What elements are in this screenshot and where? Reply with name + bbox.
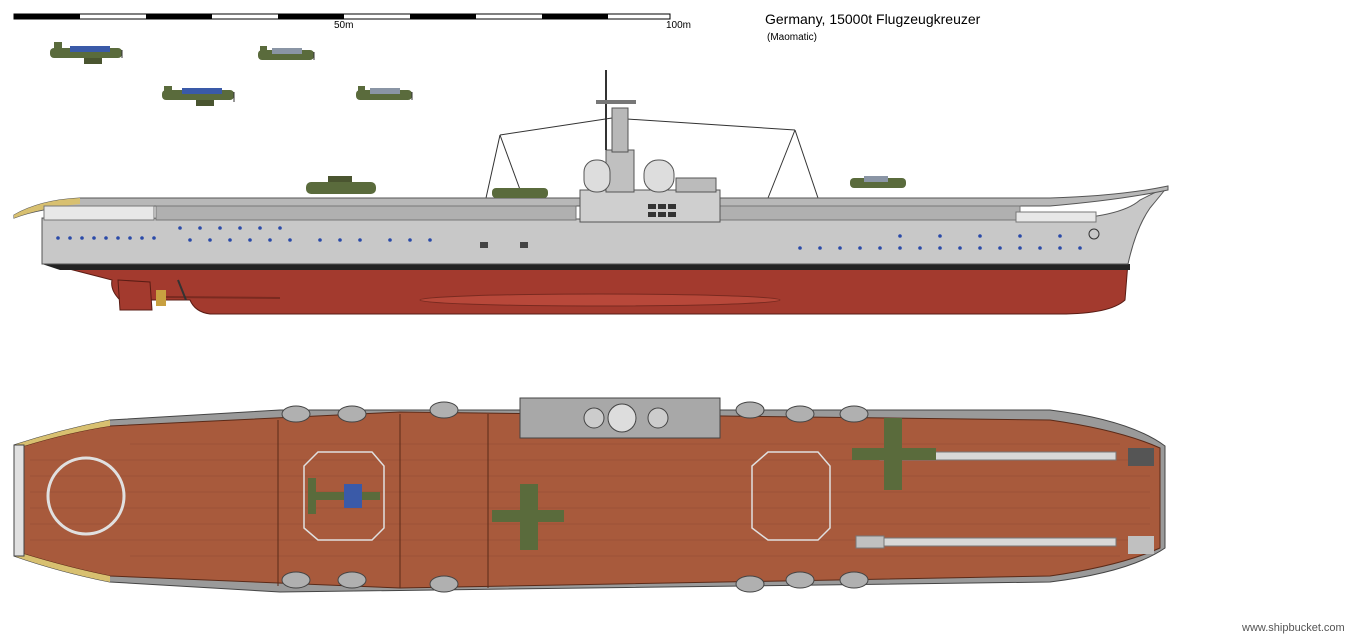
aircraft-flight-3 (162, 86, 235, 106)
watermark: www.shipbucket.com (1242, 622, 1345, 634)
deck-aircraft-1 (308, 478, 380, 514)
aircraft-flight-4 (356, 86, 413, 100)
deck-aircraft-3 (852, 418, 936, 490)
scale-mid-label: 50m (334, 20, 354, 31)
page-title: Germany, 15000t Flugzeugkreuzer (765, 11, 981, 27)
portholes (56, 226, 1082, 250)
scale-end-label: 100m (666, 20, 692, 31)
deck-aircraft-2 (492, 484, 564, 550)
side-profile (13, 70, 1169, 315)
aircraft-flight-1 (50, 42, 123, 64)
author-credit: (Maomatic) (767, 32, 818, 43)
aircraft-flight-2 (258, 46, 315, 60)
top-view (13, 397, 1166, 593)
